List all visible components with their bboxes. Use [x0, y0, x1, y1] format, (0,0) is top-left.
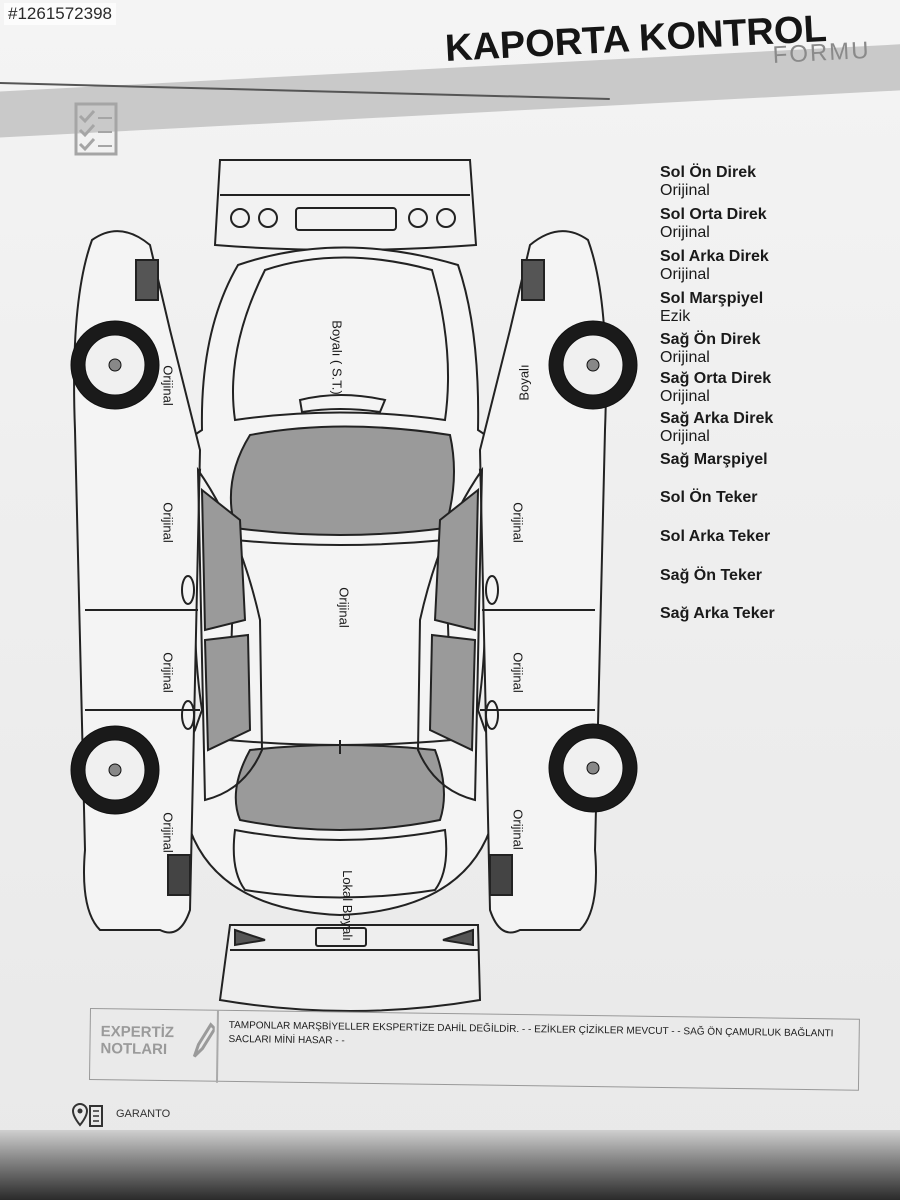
expert-notes-badge: EXPERTİZ NOTLARI [89, 1009, 219, 1083]
rear-view-drawing [218, 924, 482, 1012]
label-trunk: Lokal Boyalı [339, 870, 355, 941]
part-item: Sağ Orta Direk Orijinal [660, 370, 771, 406]
part-item: Sol Arka Direk Orijinal [660, 248, 769, 284]
part-value: Ezik [660, 308, 691, 325]
part-value: Orijinal [660, 266, 710, 283]
wheels [70, 320, 638, 815]
label-left-front-fender: Orijinal [160, 365, 176, 406]
part-item: Sağ Ön Teker [660, 567, 762, 585]
footer: GARANTO [70, 1100, 270, 1130]
footer-brand: GARANTO [116, 1108, 171, 1120]
part-item: Sol Ön Direk Orijinal [660, 164, 756, 200]
inspection-form-sheet: KAPORTA KONTROL FORMU [0, 0, 900, 1160]
checklist-icon [72, 100, 128, 160]
expert-notes-box: EXPERTİZ NOTLARI TAMPONLAR MARŞBİYELLER … [88, 1008, 860, 1091]
label-right-front-fender: Boyalı [516, 364, 532, 401]
label-left-rear-door: Orijinal [160, 652, 176, 693]
part-name: Sağ Arka Teker [660, 605, 775, 622]
front-view-drawing [213, 159, 478, 251]
part-value: Orijinal [660, 388, 710, 405]
left-front-wheel-icon [70, 320, 160, 410]
part-name: Sağ Arka Direk [660, 410, 774, 427]
label-hood: Boyalı ( S.T.) [329, 320, 345, 395]
part-item: Sağ Arka Teker [660, 605, 775, 623]
part-name: Sağ Ön Direk [660, 331, 761, 348]
part-name: Sol Orta Direk [660, 206, 767, 223]
part-name: Sol Arka Direk [660, 248, 769, 265]
car-body-diagram [70, 159, 638, 1012]
label-left-rear-fender: Orijinal [160, 812, 176, 853]
part-item: Sağ Arka Direk Orijinal [660, 410, 773, 446]
label-left-front-door: Orijinal [160, 502, 176, 543]
left-rear-wheel-icon [70, 725, 160, 815]
label-right-front-door: Orijinal [510, 502, 526, 543]
map-pin-building-icon [71, 1102, 103, 1127]
part-name: Sol Arka Teker [660, 528, 771, 545]
photo-id-label: #1261572398 [4, 3, 117, 25]
part-name: Sol Ön Direk [660, 164, 757, 181]
part-name: Sol Marşpiyel [660, 290, 764, 307]
part-value: Orijinal [660, 224, 710, 241]
top-view-drawing [168, 246, 512, 917]
pencil-icon [192, 1022, 215, 1058]
background-shadow [0, 1130, 900, 1200]
label-right-rear-fender: Orijinal [510, 809, 526, 850]
part-item: Sol Arka Teker [660, 528, 770, 546]
part-item: Sağ Ön Direk Orijinal [660, 331, 760, 367]
part-name: Sağ Marşpiyel [660, 451, 768, 468]
form-subtitle: FORMU [772, 36, 872, 69]
right-rear-wheel-icon [548, 723, 638, 813]
part-value: Orijinal [660, 428, 710, 445]
part-item: Sol Marşpiyel Ezik [660, 290, 763, 326]
part-value: Orijinal [660, 182, 710, 199]
part-value: Orijinal [660, 349, 710, 366]
part-item: Sol Ön Teker [660, 489, 758, 507]
expert-notes-text: TAMPONLAR MARŞBİYELLER EKSPERTİZE DAHİL … [228, 1019, 834, 1047]
right-front-wheel-icon [548, 320, 638, 410]
part-item: Sol Orta Direk Orijinal [660, 206, 767, 242]
label-right-rear-door: Orijinal [510, 652, 526, 693]
part-item: Sağ Marşpiyel [660, 451, 768, 469]
part-name: Sağ Ön Teker [660, 567, 762, 584]
label-roof: Orijinal [336, 587, 352, 628]
part-name: Sol Ön Teker [660, 489, 758, 506]
part-name: Sağ Orta Direk [660, 370, 772, 387]
